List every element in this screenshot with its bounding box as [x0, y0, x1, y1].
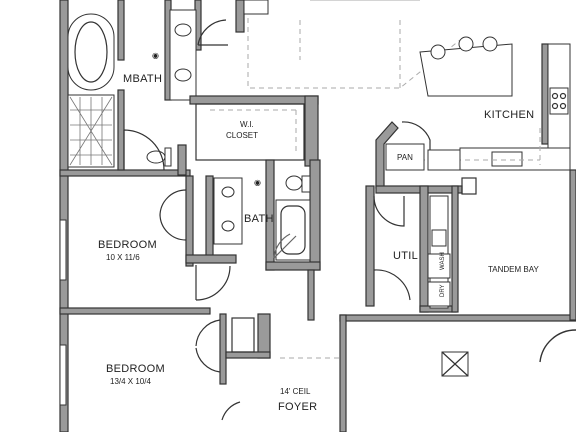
dryer-label: DRY — [440, 284, 446, 297]
closet-label-line2: CLOSET — [226, 131, 258, 140]
bath-label: BATH — [244, 213, 274, 225]
walk-in-closet — [177, 19, 319, 176]
bedroom-2-label: BEDROOM — [106, 363, 165, 375]
svg-text:◉: ◉ — [152, 51, 159, 60]
exterior-walls — [59, 0, 576, 432]
foyer: 14' CEIL FOYER — [278, 269, 340, 413]
hall-toilet — [285, 175, 303, 191]
dryer — [427, 281, 451, 307]
upper-misc — [235, 0, 461, 89]
master-bath: ◉ — [67, 0, 202, 171]
bedroom-1-label: BEDROOM — [98, 239, 157, 251]
tandem-bay-label: TANDEM BAY — [488, 265, 539, 274]
foyer-label: FOYER — [278, 401, 317, 413]
bedroom-closet — [195, 265, 231, 301]
utility: WASH DRY UTIL — [365, 177, 477, 313]
mbath-label: MBATH — [123, 73, 162, 85]
bedroom-2-dimensions: 13/4 X 10/4 — [110, 377, 151, 386]
bedroom-1: BEDROOM 10 X 11/6 — [59, 189, 187, 281]
utility-label: UTIL — [393, 250, 418, 262]
kitchen: KITCHEN — [419, 36, 571, 171]
bathtub — [67, 13, 115, 91]
foyer-ceiling-label: 14' CEIL — [280, 387, 311, 396]
closet-label-line1: W.I. — [240, 120, 254, 129]
washer-label: WASH — [440, 252, 446, 270]
washer — [427, 253, 451, 279]
pantry: PAN — [375, 121, 463, 194]
bedroom-1-dimensions: 10 X 11/6 — [106, 253, 140, 262]
tandem-bay: TANDEM BAY — [441, 265, 576, 377]
pantry-label: PAN — [397, 153, 413, 162]
hall-bath: ◉ BATH — [185, 159, 321, 271]
bedroom-2: BEDROOM 13/4 X 10/4 — [59, 313, 271, 421]
kitchen-label: KITCHEN — [484, 109, 534, 121]
svg-text:◉: ◉ — [254, 178, 261, 187]
